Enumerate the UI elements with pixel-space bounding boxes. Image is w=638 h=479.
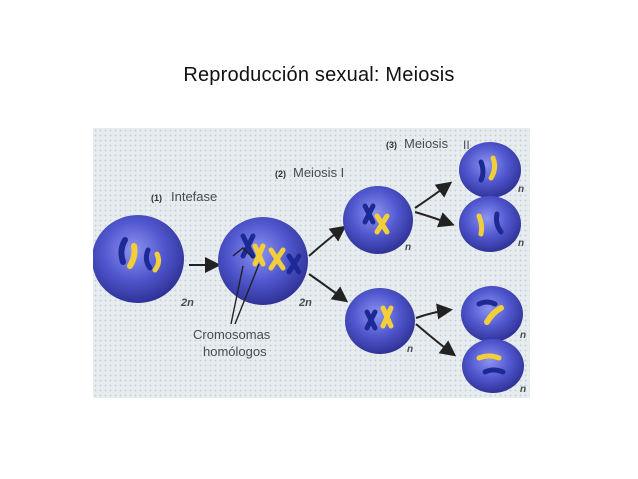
arrow-upper-to-gamete1 <box>414 181 453 209</box>
arrow-meiosis1-to-lower <box>308 273 349 303</box>
step3-label: (3) Meiosis II <box>386 136 470 152</box>
step1-text: Intefase <box>171 189 217 204</box>
step3-text: Meiosis <box>404 136 449 151</box>
arrow-lower-to-gamete3 <box>415 303 453 320</box>
step3-suffix: II <box>463 138 470 152</box>
ploidy-label-cell1: 2n <box>180 297 194 309</box>
gamete-4 <box>462 339 524 393</box>
gamete-2 <box>459 196 521 252</box>
ploidy-label-gamete3: n <box>520 330 526 341</box>
step2-number: (2) <box>275 169 286 179</box>
gamete-1 <box>459 142 521 198</box>
step1-number: (1) <box>151 193 162 203</box>
step1-label: (1) Intefase <box>151 189 217 204</box>
ploidy-label-cell2: 2n <box>298 297 312 309</box>
arrow-upper-to-gamete2 <box>414 211 455 228</box>
step2-label: (2) Meiosis I <box>275 165 344 180</box>
ploidy-label-gamete4: n <box>520 384 526 395</box>
step3-number: (3) <box>386 140 397 150</box>
cell-meiosis-i <box>218 217 308 305</box>
gamete-3 <box>461 286 523 342</box>
arrow-meiosis1-to-upper <box>308 225 347 257</box>
pointer-homologous-2 <box>234 263 260 325</box>
ploidy-label-cell4: n <box>407 344 413 355</box>
homologous-label-line1: Cromosomas <box>193 327 271 342</box>
pointer-homologous-1 <box>230 265 244 325</box>
cell-daughter-lower <box>345 288 415 354</box>
cell-interphase <box>93 215 184 303</box>
ploidy-label-gamete2: n <box>518 238 524 249</box>
slide-title: Reproducción sexual: Meiosis <box>183 64 455 86</box>
cell-daughter-upper <box>343 186 413 254</box>
meiosis-diagram: 2n 2n n n n n <box>93 128 530 398</box>
step2-text: Meiosis I <box>293 165 344 180</box>
ploidy-label-cell3: n <box>405 242 411 253</box>
ploidy-label-gamete1: n <box>518 184 524 195</box>
arrow-lower-to-gamete4 <box>415 323 457 357</box>
homologous-label-line2: homólogos <box>203 344 267 359</box>
